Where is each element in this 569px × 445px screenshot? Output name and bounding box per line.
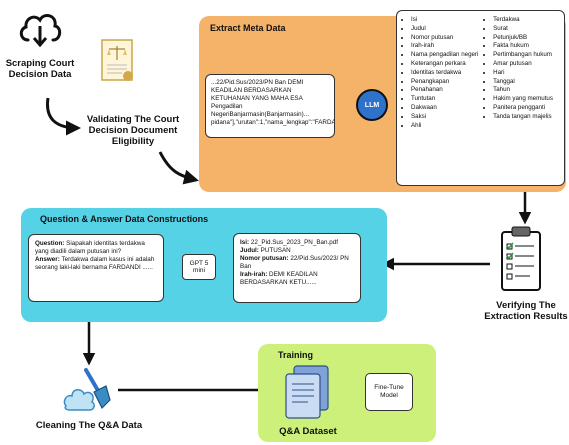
metadata-field: Isi [411, 16, 485, 25]
answer-label: Answer: [35, 256, 60, 263]
metadata-field: Saksi [411, 113, 485, 122]
dataset-documents-icon [280, 364, 336, 424]
metadata-field: Pertimbangan hukum [493, 51, 560, 60]
metadata-field: Dakwaan [411, 104, 485, 113]
metadata-field: Amar putusan [493, 60, 560, 69]
irah-label: Irah-irah: [240, 271, 268, 278]
question-label: Question: [35, 240, 65, 247]
isi-value: 22_Pid.Sus_2023_PN_Ban.pdf [250, 239, 339, 246]
llm-label: LLM [364, 101, 380, 109]
answer-text: Terdakwa dalam kasus ini adalah seorang … [35, 256, 155, 271]
nomor-value: 22/Pid.Sus/2023/ PN Ban [240, 255, 349, 270]
metadata-field: Penahanan [411, 86, 485, 95]
judul-value: PUTUSAN [260, 247, 291, 254]
metadata-fields-box: IsiJudulNomor putusanIrah-irahNama penga… [396, 10, 565, 186]
scraping-label: Scraping Court Decision Data [5, 58, 75, 80]
validating-label: Validating The Court Decision Document E… [86, 114, 180, 147]
metadata-field: Terdakwa [493, 16, 560, 25]
llm-node: LLM [356, 89, 388, 121]
cloud-download-icon [16, 4, 64, 52]
doc-meta-box: Isi: 22_Pid.Sus_2023_PN_Ban.pdf Judul: P… [233, 233, 361, 303]
question-text: Siapakah identitas terdakwa yang diadili… [35, 240, 145, 255]
metadata-field: Panitera pengganti [493, 104, 560, 113]
metadata-field: Petunjuk/BB [493, 34, 560, 43]
training-title: Training [278, 350, 314, 360]
clipboard-checklist-icon [494, 224, 548, 294]
qa-pair-box: Question: Siapakah identitas terdakwa ya… [28, 234, 164, 302]
broom-cleaning-icon [60, 364, 114, 416]
metadata-field: Keterangan perkara [411, 60, 485, 69]
extract-title: Extract Meta Data [210, 23, 286, 33]
metadata-field: Hakim yang memutus [493, 95, 560, 104]
metadata-field: Tanda tangan majelis [493, 113, 560, 122]
fields-column-1: IsiJudulNomor putusanIrah-irahNama penga… [403, 16, 485, 185]
metadata-field: Fakta hukum [493, 42, 560, 51]
gpt-label: GPT 5 mini [189, 260, 209, 274]
arrow-scrape-to-validate [45, 97, 81, 136]
metadata-field: Irah-irah [411, 42, 485, 51]
metadata-field: Nomor putusan [411, 34, 485, 43]
verifying-label: Verifying The Extraction Results [484, 300, 568, 322]
metadata-field: Judul [411, 25, 485, 34]
finetune-box: Fine-Tune Model [365, 373, 413, 411]
metadata-field: Tanggal [493, 78, 560, 87]
metadata-field: Penangkapan [411, 78, 485, 87]
fields-column-2: TerdakwaSuratPetunjuk/BBFakta hukumPerti… [485, 16, 560, 185]
gpt-box: GPT 5 mini [182, 254, 216, 280]
irah-value: DEMI KEADILAN BERDASARKAN KETU...... [240, 271, 318, 286]
raw-text-box: ...22/Pid.Sus/2023/PN Ban DEMI KEADILAN … [205, 74, 335, 138]
arrow-validate-to-extract [158, 151, 199, 185]
finetune-label: Fine-Tune Model [374, 384, 404, 399]
metadata-field: Surat [493, 25, 560, 34]
cleaning-label: Cleaning The Q&A Data [35, 420, 143, 431]
qa-title: Question & Answer Data Constructions [40, 214, 209, 224]
dataset-label: Q&A Dataset [279, 426, 337, 437]
isi-label: Isi: [240, 239, 250, 246]
judul-label: Judul: [240, 247, 259, 254]
nomor-label: Nomor putusan: [240, 255, 289, 262]
document-scale-icon [100, 38, 136, 84]
metadata-field: Nama pengadilan negeri [411, 51, 485, 60]
raw-text: ...22/Pid.Sus/2023/PN Ban DEMI KEADILAN … [211, 79, 335, 126]
metadata-field: Hari [493, 69, 560, 78]
metadata-field: Tahun [493, 86, 560, 95]
metadata-field: Identitas terdakwa [411, 69, 485, 78]
metadata-field: Ahli [411, 122, 485, 131]
metadata-field: Tuntutan [411, 95, 485, 104]
